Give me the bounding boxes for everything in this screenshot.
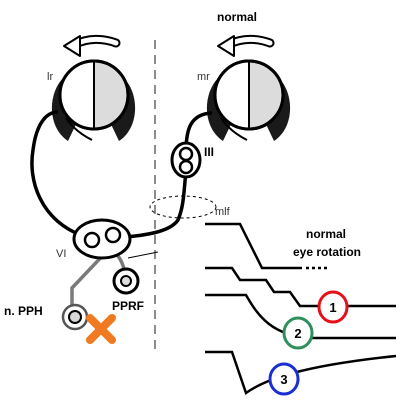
marker-1-label: 1: [329, 300, 336, 315]
pph-label: n. PPH: [4, 304, 43, 318]
pprf-pointer: [127, 251, 159, 259]
marker-2: 2: [282, 316, 314, 350]
trace-1: [205, 266, 396, 308]
trace-3: [205, 350, 397, 396]
abducens-label: VI: [56, 248, 66, 260]
abducens-nucleus: [72, 218, 132, 260]
trace-caption-line2: eye rotation: [293, 245, 361, 259]
marker-2-label: 2: [294, 326, 301, 341]
lesion-cross-icon: [86, 314, 116, 344]
pph-nucleus: [61, 303, 89, 331]
left-rotation-arrow-icon: [63, 34, 121, 57]
trace-normal: [205, 222, 302, 270]
pprf-nucleus: [112, 267, 140, 295]
left-eye: [51, 59, 136, 141]
mlf-fibre: [111, 169, 188, 240]
abducens-nerve: [30, 110, 84, 238]
oculomotor-label: III: [204, 145, 214, 159]
marker-3-label: 3: [280, 372, 287, 387]
right-rotation-arrow-icon: [217, 34, 275, 57]
oculomotor-nucleus: [170, 141, 202, 179]
marker-1: 1: [317, 290, 349, 324]
mlf-region: [149, 195, 217, 219]
marker-3: 3: [268, 362, 300, 396]
trace-caption-line1: normal: [306, 227, 346, 241]
left-eye-label: lr: [47, 71, 53, 83]
right-eye-label: mr: [197, 71, 210, 83]
right-eye: [206, 59, 291, 141]
mlf-label: mlf: [215, 206, 231, 218]
pprf-label: PPRF: [112, 299, 144, 313]
title: normal: [217, 10, 257, 24]
